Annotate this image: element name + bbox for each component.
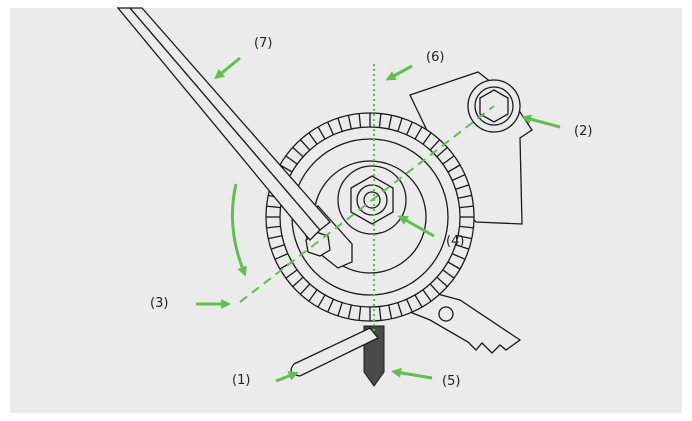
gear-tooth [414, 126, 423, 140]
callout-label-6: (6) [426, 50, 445, 65]
callout-label-2: (2) [574, 124, 593, 139]
gear-tooth [457, 235, 472, 240]
callout-arrow-7 [214, 56, 241, 80]
gear-tooth [327, 121, 334, 136]
gear-tooth [455, 184, 470, 190]
gear-tooth [388, 115, 393, 130]
gear-tooth [347, 304, 352, 319]
gear-tooth [317, 126, 326, 140]
callout-arrow-5 [391, 367, 433, 380]
callout-arrow-2 [521, 114, 561, 129]
gear-tooth [397, 302, 403, 317]
gear-tooth [451, 253, 466, 260]
gear-tooth [429, 283, 441, 295]
gear-tooth [337, 117, 343, 132]
gear-tooth [459, 205, 474, 209]
gear-tooth [285, 269, 298, 279]
gear-tooth [429, 139, 441, 151]
rotation-arrow [230, 183, 247, 277]
gear-tooth [299, 139, 311, 151]
gear-tooth [455, 244, 470, 250]
callout-label-1: (1) [232, 373, 251, 388]
gear-tooth [406, 121, 413, 136]
callout-arrow-1 [275, 371, 299, 383]
gear-tooth [308, 289, 318, 302]
gear-tooth [422, 289, 432, 302]
callout-label-4: (4) [446, 234, 465, 249]
callout-label-7: (7) [254, 36, 273, 51]
gear-tooth [378, 306, 382, 321]
gear-tooth [279, 164, 293, 173]
gear-tooth [337, 302, 343, 317]
alignment-line [239, 105, 495, 303]
gear-tooth [358, 306, 362, 321]
gear-tooth [378, 113, 382, 128]
callout-label-3: (3) [150, 296, 169, 311]
gear-tooth [447, 164, 461, 173]
gear-tooth [299, 283, 311, 295]
gear-tooth [285, 155, 298, 165]
gear-tooth [308, 132, 318, 145]
gear-tooth [292, 276, 304, 288]
gear-tooth [422, 132, 432, 145]
gear-tooth [266, 205, 281, 209]
gear-tooth [317, 294, 326, 308]
gear-tooth [358, 113, 362, 128]
gear-tooth [327, 298, 334, 313]
wrench-tool [116, 7, 331, 241]
callout-label-5: (5) [442, 374, 461, 389]
gear-tooth [270, 244, 285, 250]
gear-tooth [447, 261, 461, 270]
gear-tooth [414, 294, 423, 308]
gear-tooth [388, 304, 393, 319]
gear-tooth [457, 194, 472, 199]
gear-tooth [442, 269, 455, 279]
gear-tooth [268, 235, 283, 240]
gear-tooth [451, 174, 466, 181]
gear-tooth [347, 115, 352, 130]
callout-arrow-6 [385, 64, 413, 81]
gear-tooth [436, 146, 448, 158]
gear-tooth [436, 276, 448, 288]
gear-tooth [266, 225, 281, 229]
gear-tooth [442, 155, 455, 165]
gear-tooth [274, 253, 289, 260]
gear-tooth [292, 146, 304, 158]
gear-tooth [459, 225, 474, 229]
callout-arrows [196, 56, 561, 383]
callout-arrow-4 [397, 215, 435, 238]
gear-tooth [397, 117, 403, 132]
gear-tooth [406, 298, 413, 313]
